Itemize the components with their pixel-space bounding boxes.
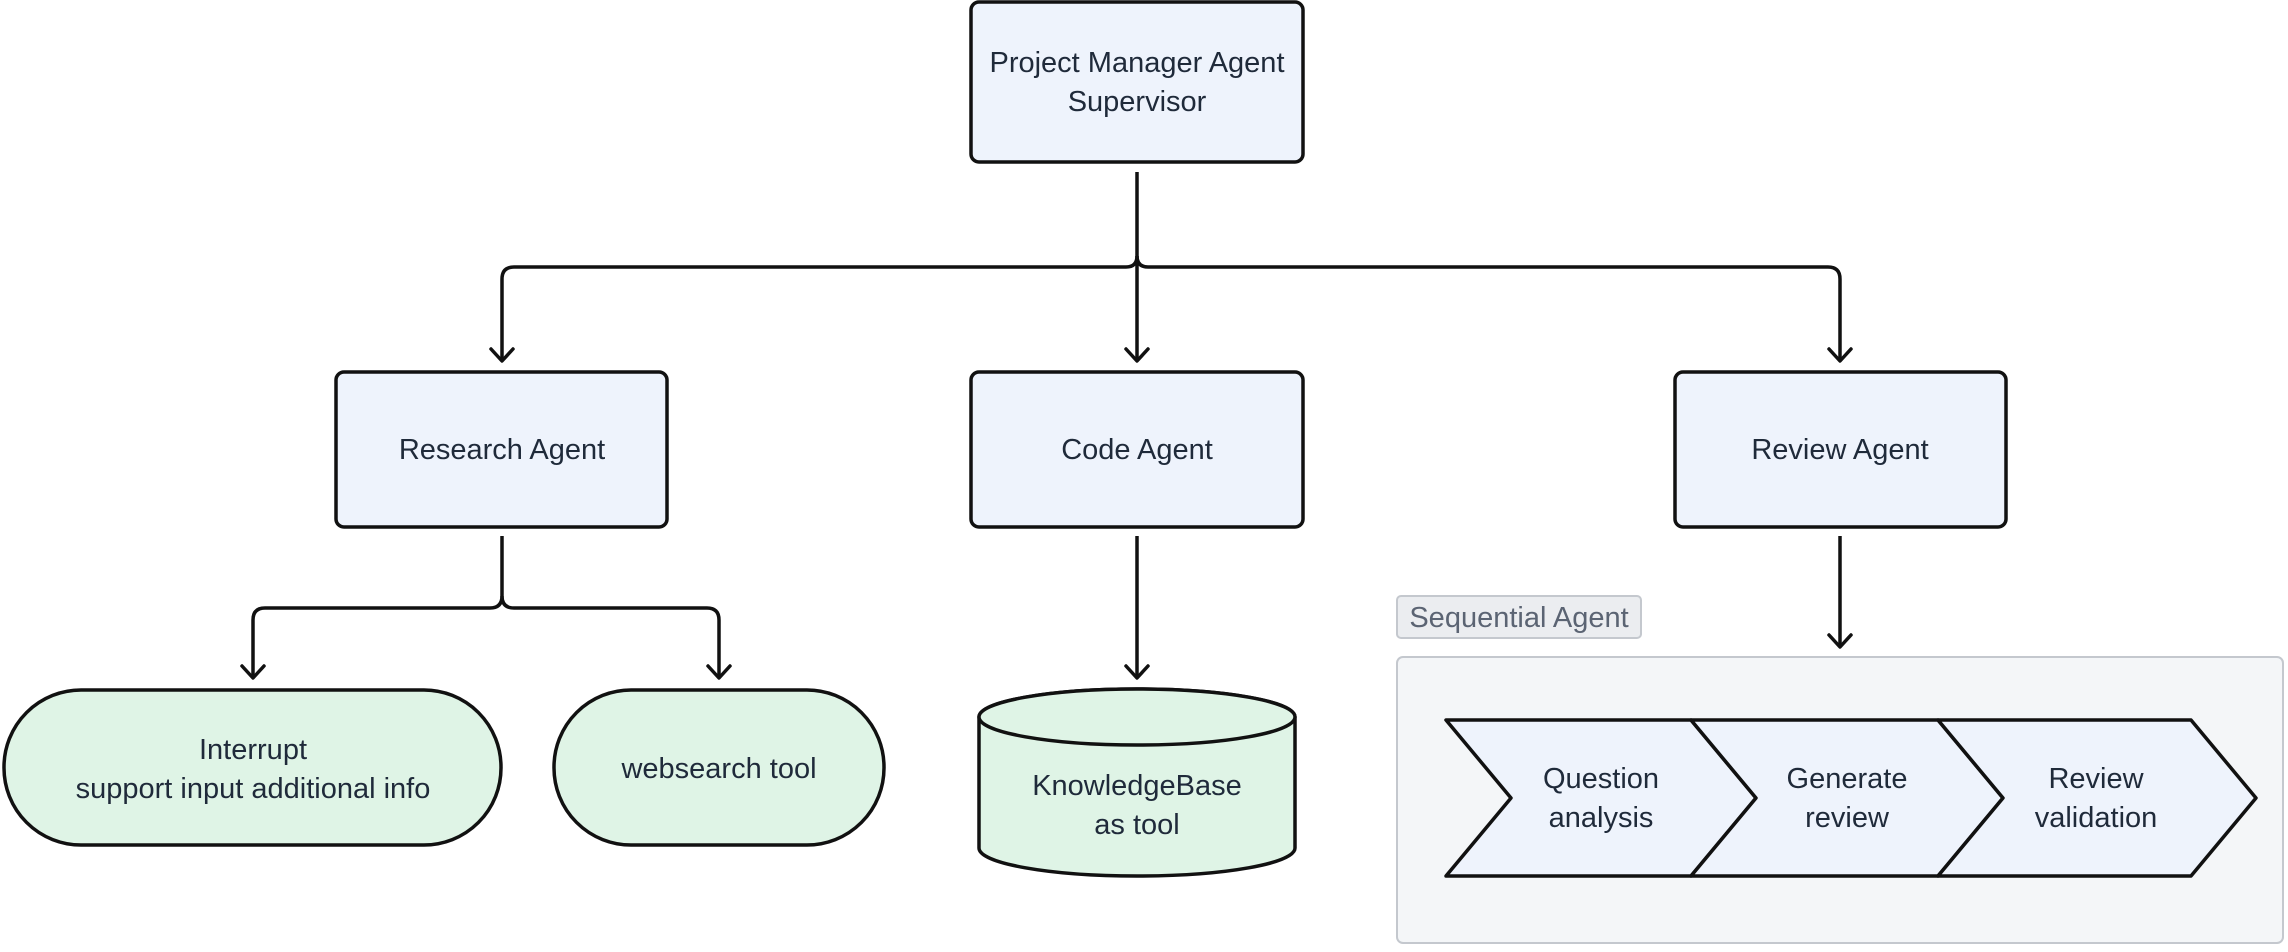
sequential-arrowhead (1827, 633, 1853, 649)
interrupt-tool-subtitle: support input additional info (76, 773, 431, 805)
sequential-step-generate-review[interactable]: Generate review (1689, 718, 2005, 878)
supervisor-subtitle: Supervisor (1068, 86, 1207, 118)
supervisor-title: Project Manager Agent (989, 47, 1284, 79)
branch-to-review-connector (1135, 255, 1842, 361)
knowledgebase-tool-title: KnowledgeBase (1032, 770, 1242, 802)
research-arrowhead (489, 347, 515, 363)
knowledgebase-tool-subtitle: as tool (1094, 809, 1179, 841)
research-agent-node[interactable]: Research Agent (334, 370, 669, 529)
step-1-title: Question (1543, 763, 1659, 795)
step-3-subtitle: validation (2035, 802, 2158, 834)
websearch-arrowhead (706, 664, 732, 680)
code-arrowhead (1124, 347, 1150, 363)
knowledgebase-tool-node[interactable]: KnowledgeBase as tool (977, 687, 1297, 878)
research-to-websearch-connector (500, 595, 721, 678)
branch-to-research-connector (500, 255, 1139, 361)
sequential-agent-label: Sequential Agent (1409, 602, 1628, 634)
sequential-agent-tag (1396, 595, 1642, 639)
step-2-subtitle: review (1805, 802, 1890, 834)
supervisor-node[interactable]: Project Manager Agent Supervisor (969, 0, 1305, 164)
research-to-interrupt-connector (251, 595, 504, 678)
review-agent-label: Review Agent (1751, 434, 1928, 466)
step-1-subtitle: analysis (1549, 802, 1654, 834)
step-2-title: Generate (1787, 763, 1908, 795)
knowledgebase-arrowhead (1124, 664, 1150, 680)
sequential-step-question-analysis[interactable]: Question analysis (1444, 718, 1758, 878)
research-agent-label: Research Agent (399, 434, 605, 466)
step-3-title: Review (2048, 763, 2144, 795)
review-agent-node[interactable]: Review Agent (1673, 370, 2008, 529)
websearch-tool-node[interactable]: websearch tool (552, 688, 886, 847)
interrupt-arrowhead (240, 664, 266, 680)
interrupt-tool-node[interactable]: Interrupt support input additional info (2, 688, 503, 847)
code-agent-label: Code Agent (1061, 434, 1213, 466)
review-arrowhead (1827, 347, 1853, 363)
websearch-tool-label: websearch tool (620, 753, 816, 785)
code-agent-node[interactable]: Code Agent (969, 370, 1305, 529)
interrupt-tool-title: Interrupt (199, 734, 307, 766)
sequential-step-review-validation[interactable]: Review validation (1936, 718, 2258, 878)
